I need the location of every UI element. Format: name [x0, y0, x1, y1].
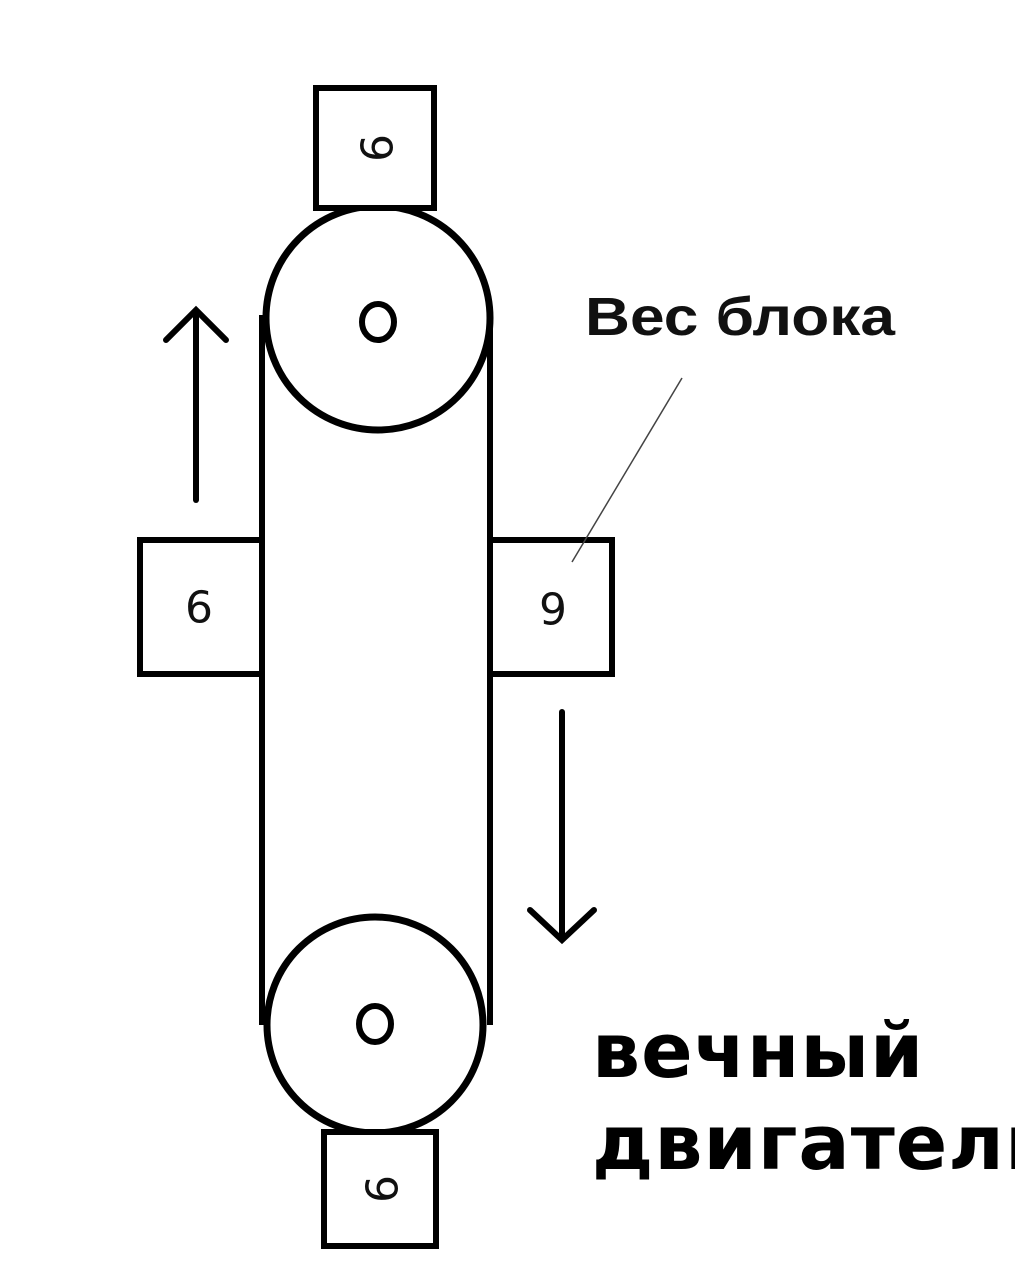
bottom-pulley	[263, 913, 487, 1137]
caption-line-1: вечный	[592, 1006, 925, 1095]
weight-block-left	[137, 537, 265, 677]
caption: вечный двигатель	[592, 1005, 1015, 1189]
weight-block-left-label: 6	[185, 583, 213, 634]
callout-leader-line	[571, 377, 683, 563]
weight-block-right-label: 9	[539, 585, 567, 636]
top-pulley	[262, 202, 494, 434]
top-pulley-axle	[359, 301, 397, 343]
weight-block-bottom-label: 9	[355, 1175, 406, 1203]
arrow-down-icon	[527, 709, 597, 945]
caption-line-2: двигатель	[592, 1098, 1015, 1187]
weight-block-right	[487, 537, 615, 677]
weight-block-top	[313, 85, 437, 211]
arrow-up-icon	[163, 305, 229, 503]
weight-block-top-label: 9	[350, 134, 401, 162]
block-weight-callout: Вес блока	[585, 287, 896, 347]
bottom-pulley-axle	[356, 1003, 394, 1045]
weight-block-bottom	[321, 1129, 439, 1249]
